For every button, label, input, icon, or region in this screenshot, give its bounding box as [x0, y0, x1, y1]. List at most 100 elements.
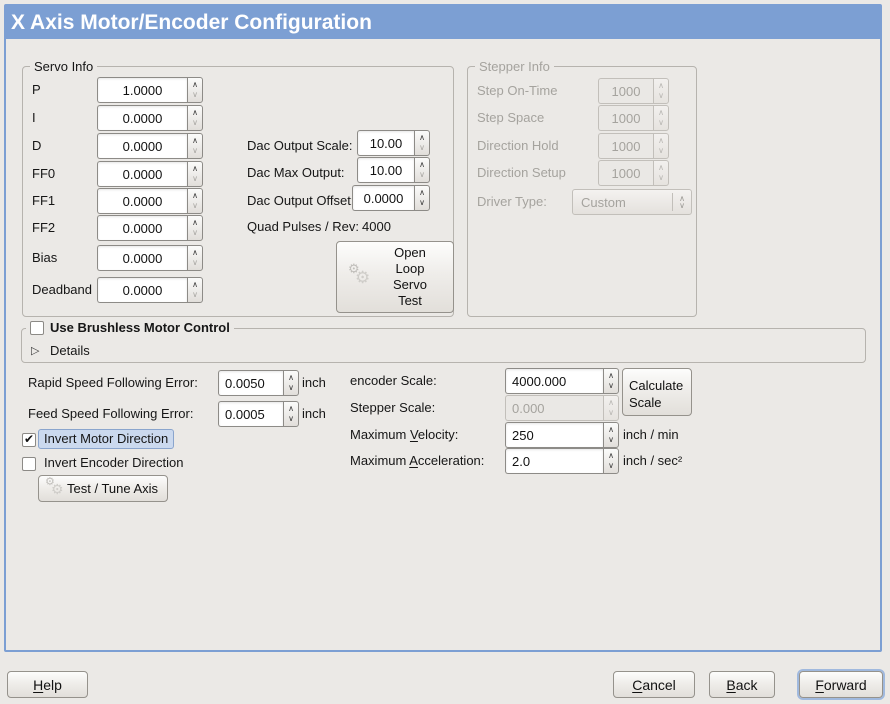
- forward-button[interactable]: Forward: [799, 671, 883, 698]
- spin-up-icon[interactable]: ∧: [608, 425, 614, 434]
- stepper-scale-label: Stepper Scale:: [350, 400, 436, 415]
- feed-following-error-spinner[interactable]: ∧∨: [283, 401, 299, 427]
- spin-up-icon: ∧: [658, 81, 664, 90]
- p-spinner[interactable]: ∧∨: [187, 77, 203, 103]
- max-acceleration-input[interactable]: [505, 448, 603, 474]
- spin-up-icon[interactable]: ∧: [419, 133, 425, 142]
- use-brushless-checkbox[interactable]: [30, 321, 44, 335]
- step-space-input: [598, 105, 653, 131]
- spin-up-icon[interactable]: ∧: [192, 191, 198, 200]
- spin-down-icon[interactable]: ∨: [608, 461, 614, 470]
- direction-setup-spinbox: ∧∨: [598, 160, 669, 186]
- p-spinbox: ∧∨: [97, 77, 203, 103]
- help-button[interactable]: Help: [7, 671, 88, 698]
- d-spinner[interactable]: ∧∨: [187, 133, 203, 159]
- spin-down-icon[interactable]: ∨: [419, 143, 425, 152]
- dac-output-scale-spinbox: ∧∨: [357, 130, 430, 156]
- spin-up-icon[interactable]: ∧: [419, 160, 425, 169]
- bias-label: Bias: [32, 250, 58, 265]
- invert-encoder-direction-checkbox[interactable]: [22, 457, 36, 471]
- spin-up-icon[interactable]: ∧: [608, 371, 614, 380]
- calculate-scale-button[interactable]: Calculate Scale: [622, 368, 692, 416]
- spin-down-icon[interactable]: ∨: [288, 383, 294, 392]
- rapid-following-error-spinner[interactable]: ∧∨: [283, 370, 299, 396]
- ff2-spinner[interactable]: ∧∨: [187, 215, 203, 241]
- open-loop-servo-test-button[interactable]: ⚙⚙ Open Loop Servo Test: [336, 241, 454, 313]
- dac-output-scale-input[interactable]: [357, 130, 414, 156]
- max-velocity-input[interactable]: [505, 422, 603, 448]
- spin-up-icon[interactable]: ∧: [608, 451, 614, 460]
- ff0-label: FF0: [32, 166, 56, 181]
- feed-following-error-input[interactable]: [218, 401, 283, 427]
- max-velocity-spinbox: ∧∨: [505, 422, 619, 448]
- spin-down-icon[interactable]: ∨: [192, 118, 198, 127]
- spin-down-icon[interactable]: ∨: [192, 90, 198, 99]
- spin-up-icon[interactable]: ∧: [192, 108, 198, 117]
- spin-up-icon[interactable]: ∧: [288, 373, 294, 382]
- spin-up-icon[interactable]: ∧: [192, 248, 198, 257]
- gears-icon: ⚙⚙: [348, 261, 371, 287]
- spin-down-icon[interactable]: ∨: [192, 228, 198, 237]
- dac-max-output-input[interactable]: [357, 157, 414, 183]
- max-velocity-unit: inch / min: [623, 427, 679, 442]
- spin-down-icon[interactable]: ∨: [192, 174, 198, 183]
- test-tune-axis-button[interactable]: ⚙⚙ Test / Tune Axis: [38, 475, 168, 502]
- back-button[interactable]: Back: [709, 671, 775, 698]
- feed-following-error-spinbox: ∧∨: [218, 401, 299, 427]
- invert-encoder-direction-label[interactable]: Invert Encoder Direction: [44, 455, 184, 470]
- ff2-input[interactable]: [97, 215, 187, 241]
- spin-up-icon[interactable]: ∧: [192, 136, 198, 145]
- ff1-input[interactable]: [97, 188, 187, 214]
- spin-up-icon[interactable]: ∧: [192, 80, 198, 89]
- deadband-input[interactable]: [97, 277, 187, 303]
- spin-up-icon[interactable]: ∧: [192, 280, 198, 289]
- invert-motor-direction-label[interactable]: Invert Motor Direction: [38, 429, 175, 449]
- p-input[interactable]: [97, 77, 187, 103]
- dac-output-offset-input[interactable]: [352, 185, 414, 211]
- i-spinner[interactable]: ∧∨: [187, 105, 203, 131]
- spin-down-icon: ∨: [658, 118, 664, 127]
- dac-max-output-spinner[interactable]: ∧∨: [414, 157, 430, 183]
- ff0-spinbox: ∧∨: [97, 161, 203, 187]
- spin-down-icon: ∨: [608, 408, 614, 417]
- expander-triangle-icon[interactable]: ▷: [31, 345, 40, 357]
- spin-down-icon[interactable]: ∨: [608, 381, 614, 390]
- details-expander-label[interactable]: Details: [50, 343, 90, 358]
- i-spinbox: ∧∨: [97, 105, 203, 131]
- spin-down-icon[interactable]: ∨: [192, 146, 198, 155]
- i-input[interactable]: [97, 105, 187, 131]
- max-acceleration-spinner[interactable]: ∧∨: [603, 448, 619, 474]
- servo-info-group: [22, 66, 454, 317]
- rapid-following-error-unit: inch: [302, 375, 326, 390]
- deadband-spinner[interactable]: ∧∨: [187, 277, 203, 303]
- step-on-time-spinner: ∧∨: [653, 78, 669, 104]
- max-velocity-spinner[interactable]: ∧∨: [603, 422, 619, 448]
- dac-output-scale-spinner[interactable]: ∧∨: [414, 130, 430, 156]
- spin-down-icon[interactable]: ∨: [419, 170, 425, 179]
- spin-up-icon[interactable]: ∧: [288, 404, 294, 413]
- ff0-input[interactable]: [97, 161, 187, 187]
- spin-down-icon[interactable]: ∨: [419, 198, 425, 207]
- spin-down-icon[interactable]: ∨: [192, 258, 198, 267]
- spin-down-icon[interactable]: ∨: [192, 290, 198, 299]
- max-acceleration-unit: inch / sec²: [623, 453, 683, 468]
- encoder-scale-input[interactable]: [505, 368, 603, 394]
- step-space-spinner: ∧∨: [653, 105, 669, 131]
- spin-up-icon[interactable]: ∧: [192, 164, 198, 173]
- driver-type-select: Custom ∧∨: [572, 189, 692, 215]
- invert-motor-direction-checkbox[interactable]: [22, 432, 36, 447]
- dac-output-offset-spinner[interactable]: ∧∨: [414, 185, 430, 211]
- d-input[interactable]: [97, 133, 187, 159]
- bias-spinner[interactable]: ∧∨: [187, 245, 203, 271]
- spin-up-icon[interactable]: ∧: [192, 218, 198, 227]
- ff0-spinner[interactable]: ∧∨: [187, 161, 203, 187]
- rapid-following-error-input[interactable]: [218, 370, 283, 396]
- spin-down-icon[interactable]: ∨: [192, 201, 198, 210]
- ff1-spinner[interactable]: ∧∨: [187, 188, 203, 214]
- spin-down-icon[interactable]: ∨: [288, 414, 294, 423]
- spin-down-icon[interactable]: ∨: [608, 435, 614, 444]
- encoder-scale-spinner[interactable]: ∧∨: [603, 368, 619, 394]
- cancel-button[interactable]: Cancel: [613, 671, 695, 698]
- spin-up-icon[interactable]: ∧: [419, 188, 425, 197]
- bias-input[interactable]: [97, 245, 187, 271]
